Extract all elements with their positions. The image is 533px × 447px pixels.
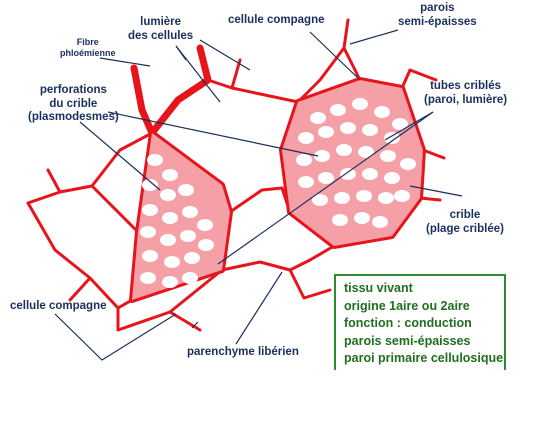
cell-wall-1 [90,184,140,234]
pore-right-12 [336,144,352,156]
pore-left-10 [160,234,176,246]
pore-right-14 [380,150,396,162]
pointer-parois-top-b [349,29,399,45]
pore-right-4 [392,118,408,130]
pointer-cellule-compagne-bottom-tip [191,321,199,329]
cell-wall-8 [400,68,438,90]
cell-wall-14 [288,258,312,272]
cell-wall-2 [26,201,134,310]
characteristic-line: tissu vivant [344,281,413,295]
pointer-crible [409,185,463,197]
pore-right-23 [356,190,372,202]
pore-left-5 [142,204,158,216]
pore-left-15 [184,252,200,264]
pore-left-16 [140,272,156,284]
characteristic-line: paroi primaire cellulosique [344,351,504,365]
pore-left-4 [178,184,194,196]
characteristic-line: fonction : conduction [344,316,472,330]
pore-right-3 [374,106,390,118]
pore-right-15 [400,158,416,170]
pore-right-0 [310,112,326,124]
characteristic-line: parois semi-épaisses [344,333,471,348]
pore-right-17 [318,172,334,184]
cell-wall-12 [228,186,292,214]
cell-wall-5 [230,58,242,90]
pointer-parenchyme [235,271,283,345]
pore-right-19 [362,168,378,180]
pore-right-11 [314,150,330,162]
pore-right-13 [358,146,374,158]
cell-wall-4 [198,46,300,104]
pore-right-24 [378,192,394,204]
cell-wall-6 [296,46,362,104]
cell-wall-17 [68,276,92,302]
pointer-parois-top-a [309,31,361,81]
pore-left-3 [160,189,176,201]
pointer-cellule-compagne-top [199,39,251,71]
label-crible: crible(plage criblée) [426,209,504,235]
cell-wall-3 [116,268,224,332]
pointer-tubes-2 [217,111,434,265]
pore-left-11 [180,230,196,242]
pointer-tubes-1 [384,111,434,141]
label-cellule-compagne-top: cellule compagne [228,14,325,26]
pore-left-8 [197,219,213,231]
pore-right-20 [384,172,400,184]
cell-wall-9 [421,148,446,160]
pore-right-16 [298,176,314,188]
pore-right-1 [330,104,346,116]
pore-left-0 [147,154,163,166]
pore-right-22 [334,192,350,204]
pore-right-21 [312,194,328,206]
cell-wall-10 [418,196,442,202]
label-cellule-compagne-bottom: cellule compagne [10,300,107,312]
pore-right-10 [296,154,312,166]
pore-left-14 [164,256,180,268]
pore-right-26 [332,214,348,226]
characteristic-line: origine 1aire ou 2aire [344,298,470,313]
fibre-wall [130,64,156,137]
characteristics-box: tissu vivant origine 1aire ou 2aire fonc… [334,274,506,370]
pore-left-1 [162,169,178,181]
pore-left-18 [182,272,198,284]
cell-wall-16 [46,168,62,194]
sieve-pores [140,98,416,288]
pore-right-8 [362,124,378,136]
cell-wall-7 [342,18,350,50]
cell-wall-13 [220,260,332,300]
pore-right-6 [318,126,334,138]
pointer-lines [54,29,463,361]
pore-right-9 [384,132,400,144]
pointer-lumiere-2 [175,45,221,103]
cell-wall-11 [308,244,336,262]
pore-left-2 [142,179,158,191]
fibre-wall-branch [148,44,212,137]
pore-right-2 [352,98,368,110]
pore-right-18 [340,168,356,180]
pore-right-27 [354,212,370,224]
pore-right-25 [394,190,410,202]
pore-left-12 [198,239,214,251]
pore-left-6 [162,212,178,224]
pore-left-7 [182,206,198,218]
pore-left-17 [162,276,178,288]
pore-right-7 [340,122,356,134]
pointer-fibre [99,57,151,67]
pore-left-13 [142,250,158,262]
pore-right-28 [372,216,388,228]
pointer-perforations-2 [107,111,319,157]
pointer-perforations-1 [79,121,161,191]
pore-right-5 [298,132,314,144]
label-parenchyme-liberien: parenchyme libérien [187,346,299,358]
pore-left-9 [140,226,156,238]
pointer-cellule-compagne-bottom [54,313,177,361]
label-tubes-cribles: tubes criblés(paroi, lumière) [424,80,508,106]
